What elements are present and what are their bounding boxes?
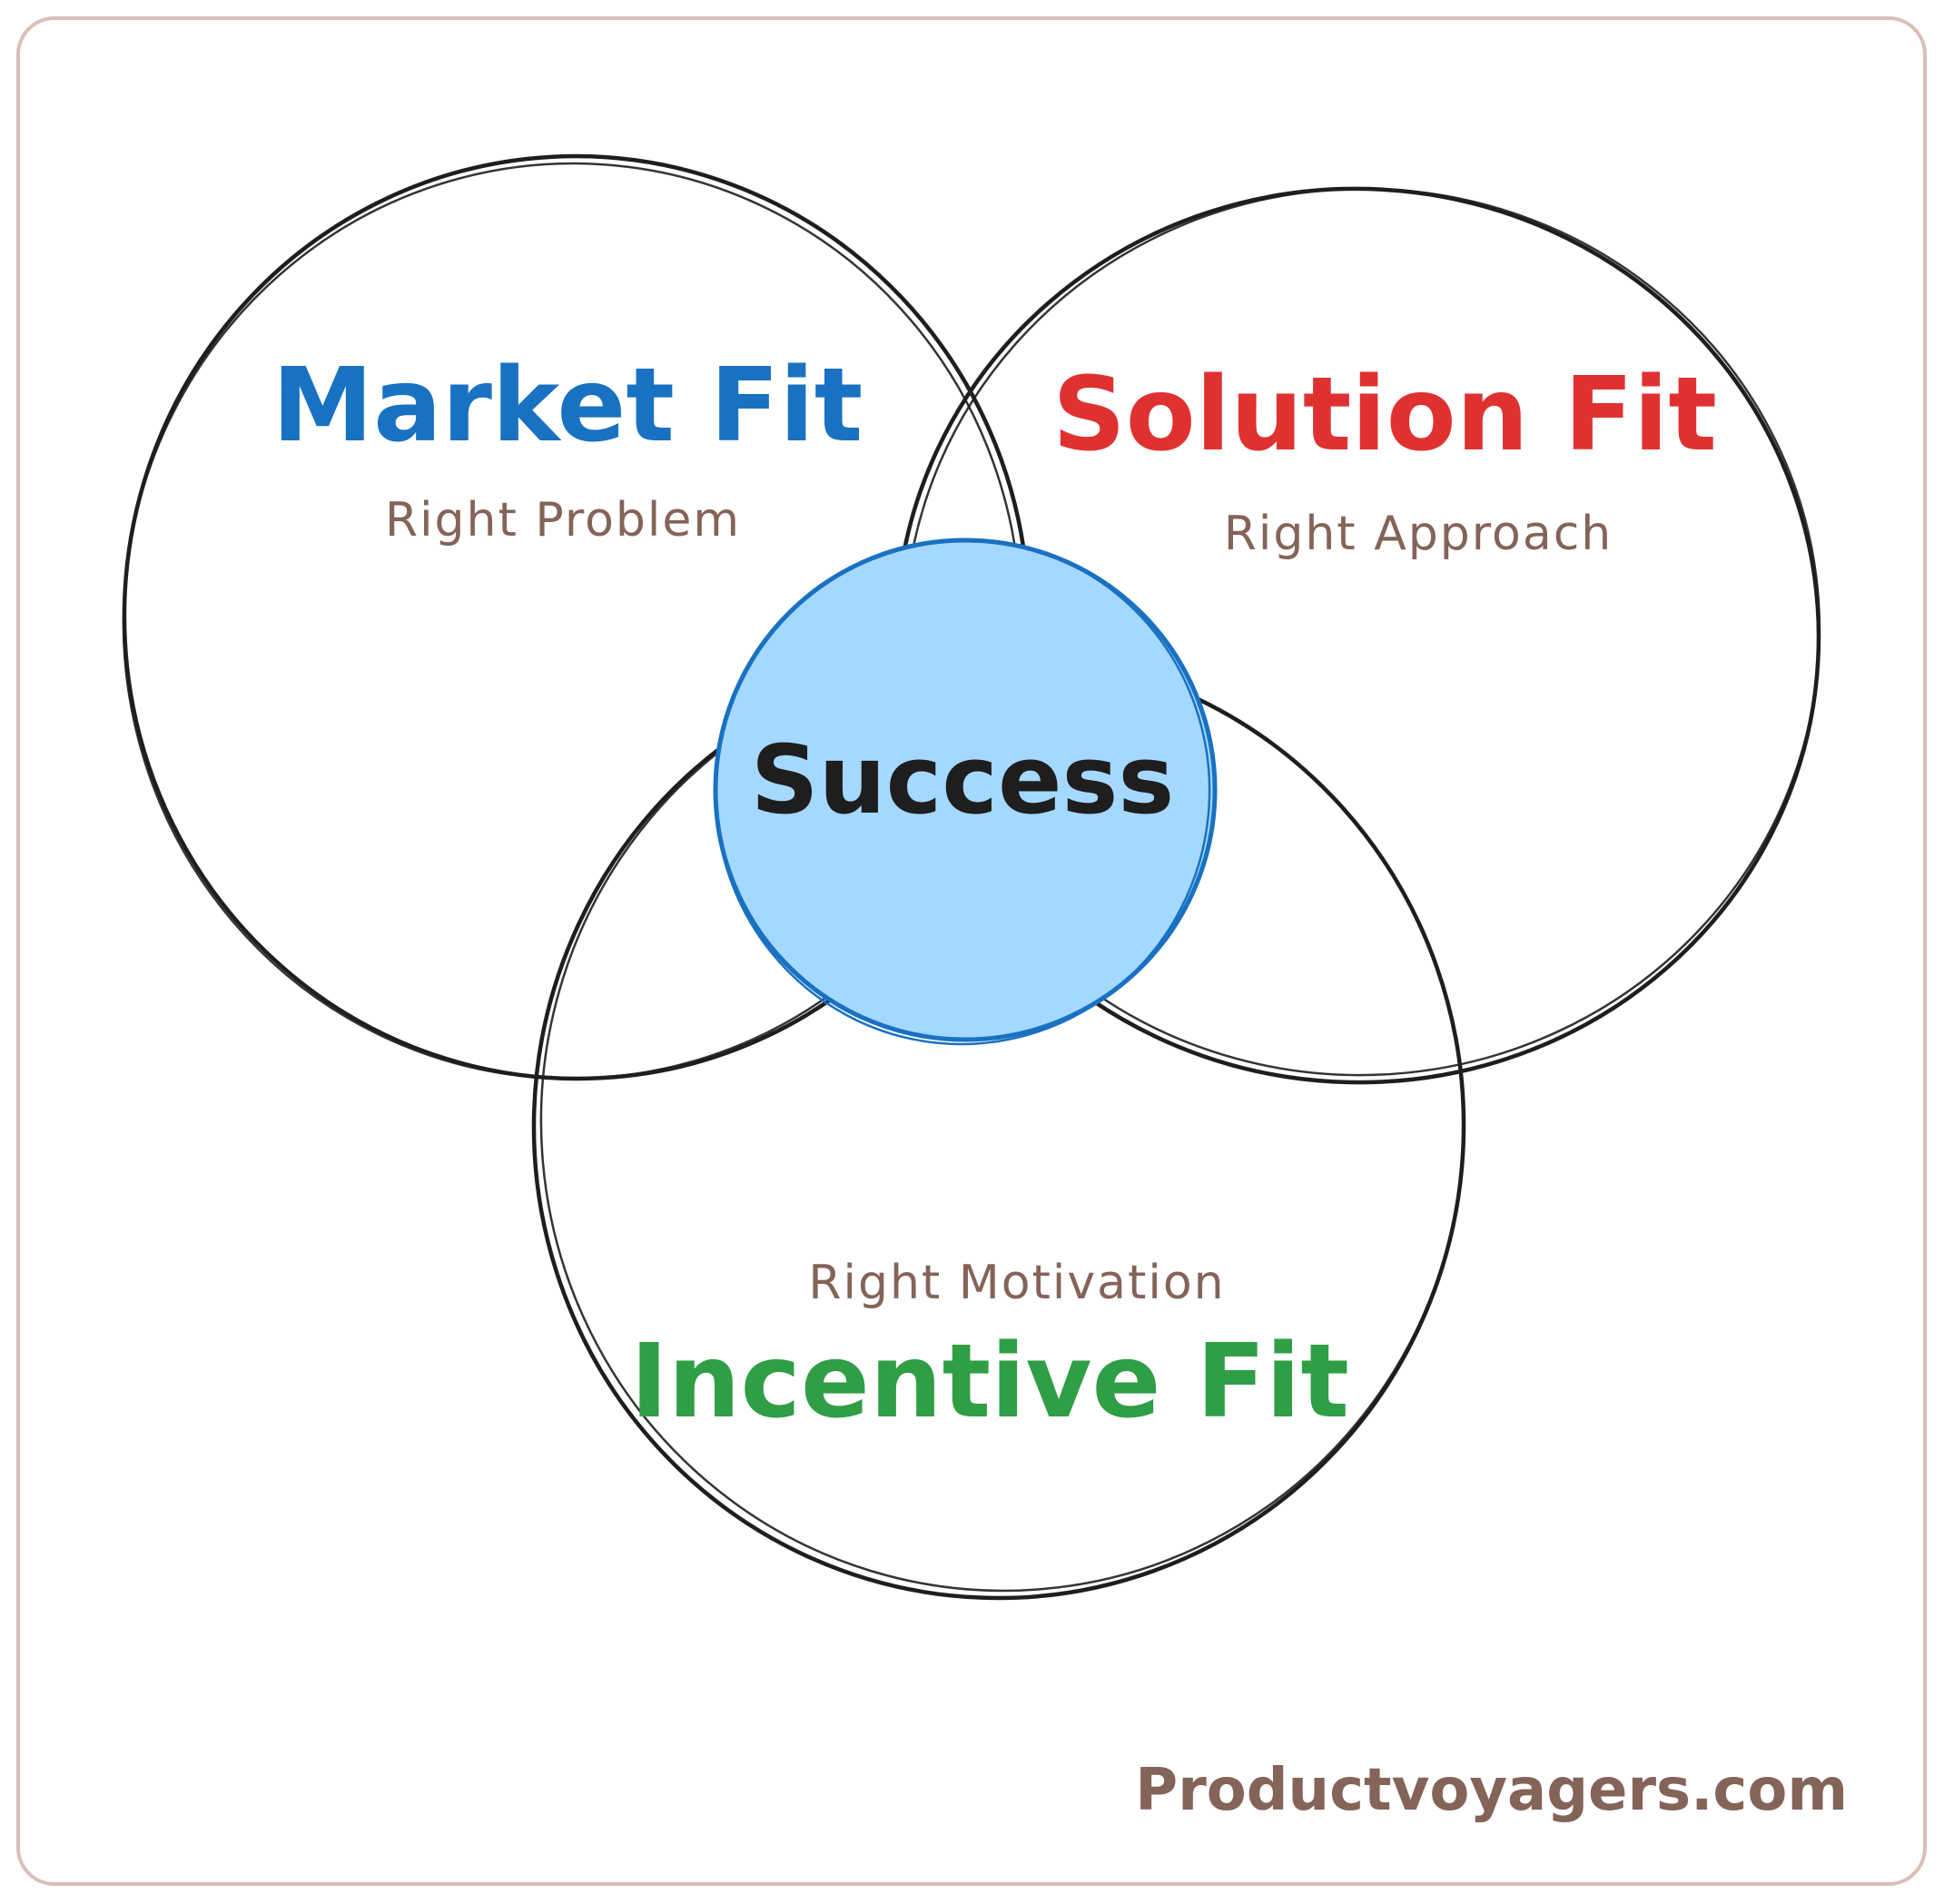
incentive-fit-subtitle: Right Motivation: [808, 1256, 1225, 1310]
market-fit-subtitle: Right Problem: [385, 493, 741, 548]
market-fit-title: Market Fit: [272, 347, 863, 465]
success-label: Success: [751, 725, 1175, 835]
solution-fit-title: Solution Fit: [1052, 356, 1717, 474]
incentive-fit-title: Incentive Fit: [630, 1323, 1349, 1441]
success-circle: [713, 538, 1218, 1046]
solution-fit-subtitle: Right Approach: [1224, 507, 1613, 561]
site-credit: Productvoyagers.com: [1135, 1757, 1848, 1824]
